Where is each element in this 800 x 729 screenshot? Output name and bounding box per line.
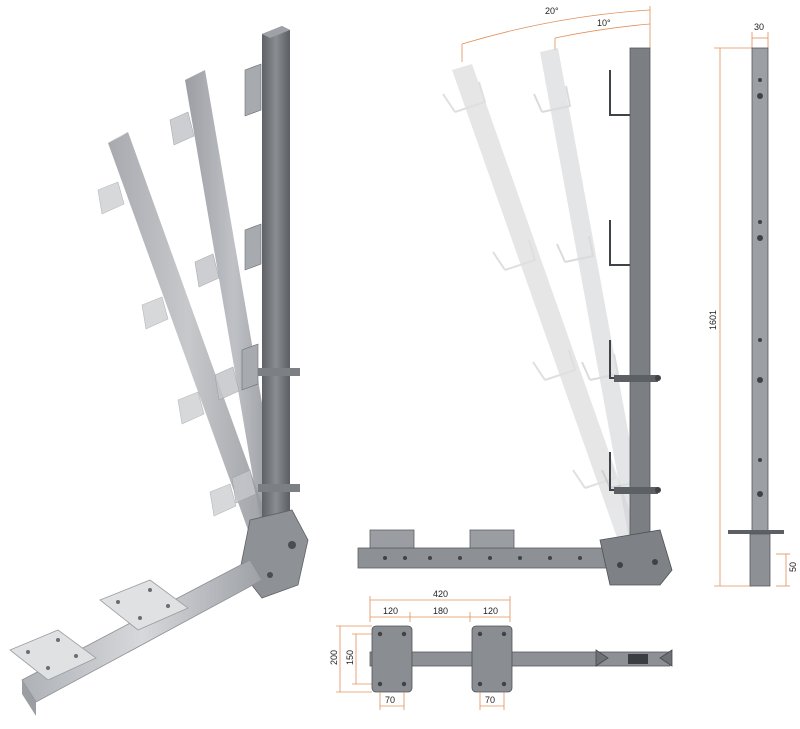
iso-plate-holes xyxy=(26,588,170,670)
angle-20-arc xyxy=(461,9,651,45)
front-height-label: 1601 xyxy=(708,310,718,330)
angle-10-label: 10° xyxy=(597,18,611,28)
front-view: 30 1601 50 xyxy=(708,22,798,587)
top-hole-right-label: 70 xyxy=(485,695,495,705)
top-spacing-left-label: 120 xyxy=(383,606,398,616)
top-total-length-label: 420 xyxy=(433,589,448,599)
top-spacing-mid-label: 180 xyxy=(433,606,448,616)
iso-upright-post xyxy=(241,26,300,530)
top-view: 420 120 180 120 200 150 xyxy=(329,589,673,710)
front-post xyxy=(751,47,769,539)
iso-tilted-post-20deg xyxy=(97,132,268,530)
front-width-label: 30 xyxy=(754,22,764,32)
top-clamp xyxy=(595,649,673,667)
front-base-offset-label: 50 xyxy=(788,562,798,572)
top-spacing-right-label: 120 xyxy=(483,606,498,616)
top-plate-inner-label: 150 xyxy=(345,650,355,665)
top-plate-right xyxy=(471,625,513,693)
side-upright-post xyxy=(609,47,661,549)
side-base-beam xyxy=(357,529,673,586)
iso-tilted-post-10deg xyxy=(169,70,282,530)
angle-10-arc xyxy=(554,23,651,39)
angle-20-label: 20° xyxy=(545,6,559,16)
side-view: 20° 10° xyxy=(357,6,673,586)
isometric-view xyxy=(9,26,309,716)
iso-hinge-base xyxy=(9,509,309,716)
top-beam xyxy=(369,651,671,667)
top-plate-left xyxy=(371,625,413,693)
top-hole-left-label: 70 xyxy=(385,695,395,705)
top-plate-height-label: 200 xyxy=(329,650,339,665)
